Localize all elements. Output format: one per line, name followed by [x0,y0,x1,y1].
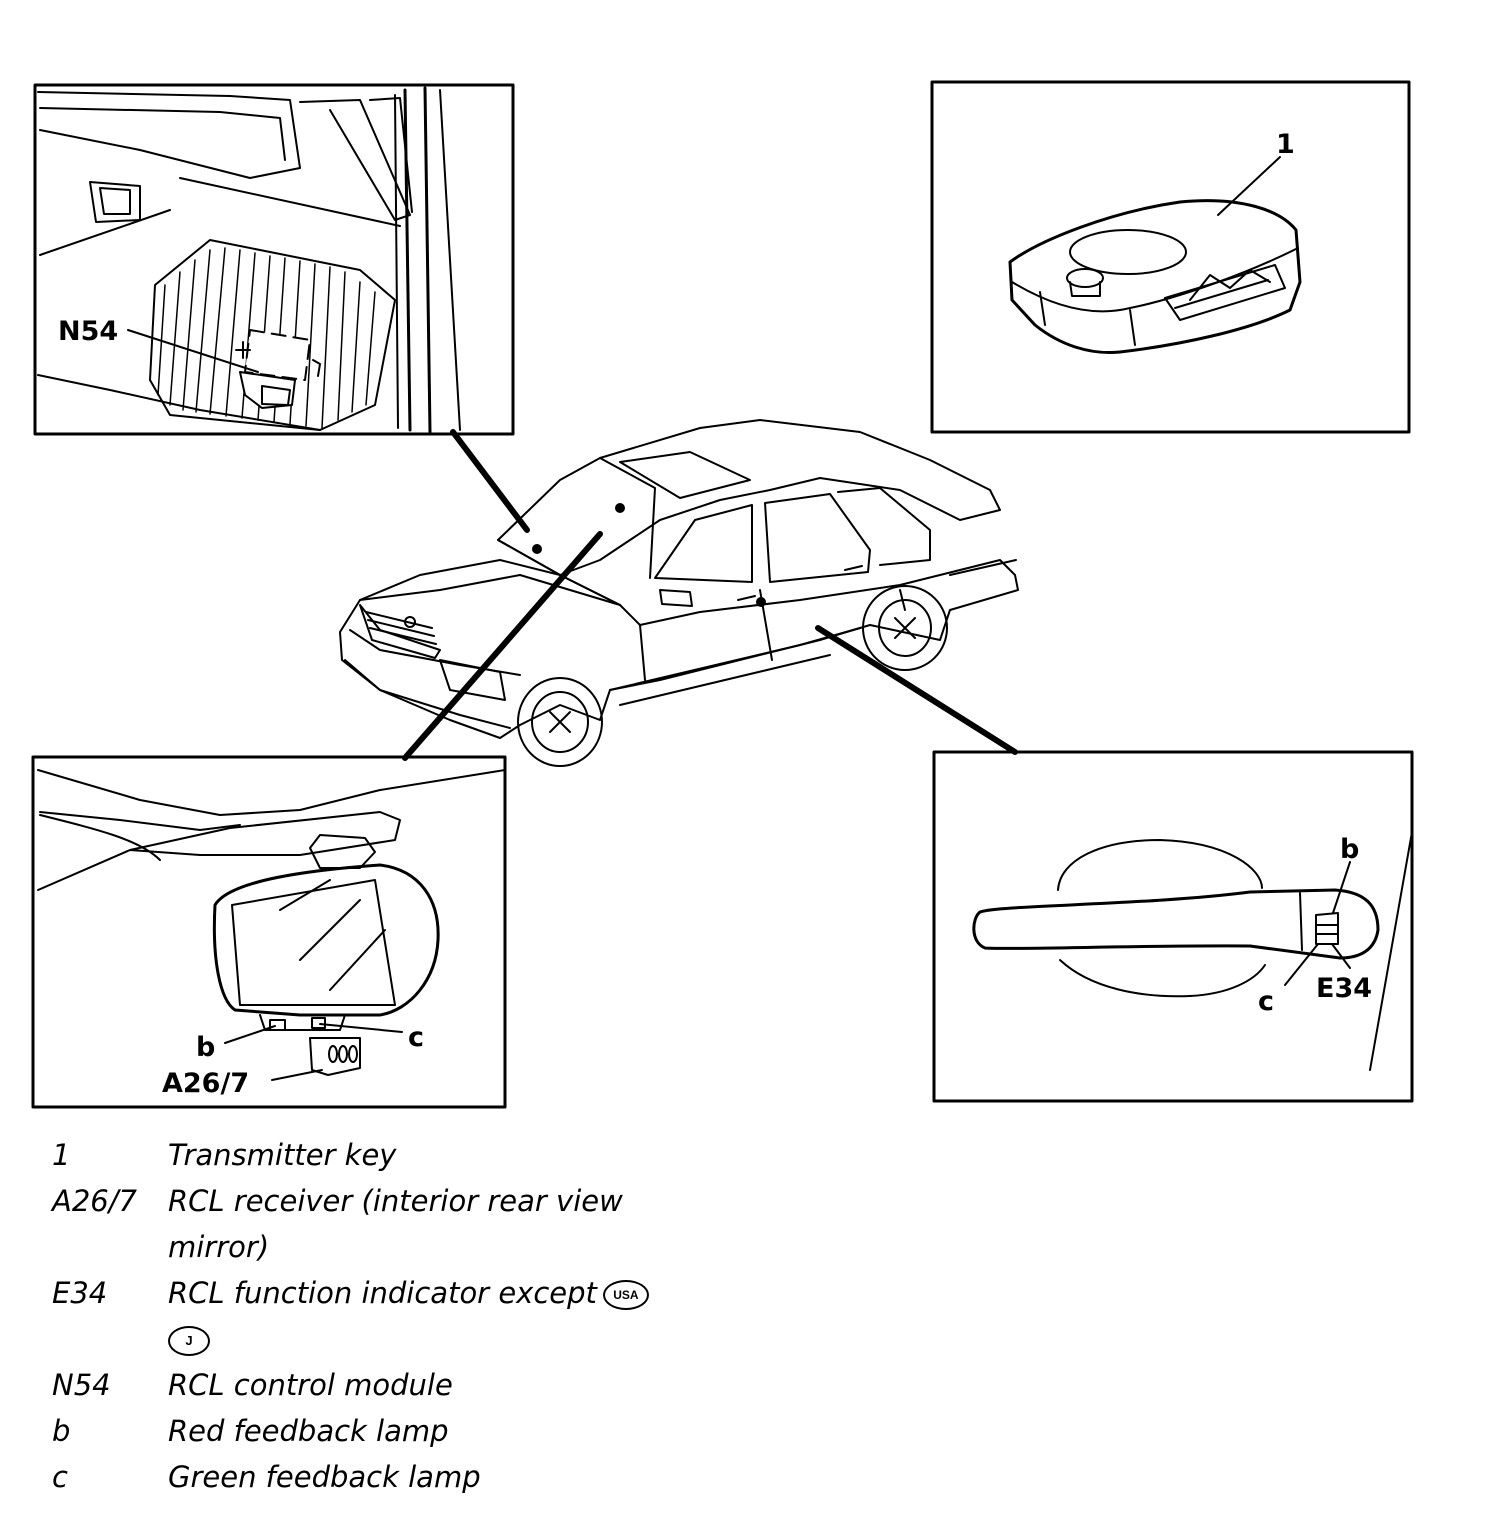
japan-badge: J [168,1326,210,1356]
legend: 1 Transmitter key A26/7 RCL receiver (in… [52,1132,812,1500]
panel-interior-mirror: b c A26/7 [31,755,507,1109]
legend-text: Transmitter key [168,1138,397,1172]
legend-text: RCL function indicator except [168,1276,597,1310]
callout-mirror-c: c [408,1022,424,1053]
legend-code: N54 [52,1368,111,1402]
leader-lines [402,429,1018,761]
legend-code: 1 [52,1138,71,1172]
callout-n54: N54 [58,316,118,347]
callout-e34: E34 [1316,973,1372,1004]
legend-row: c Green feedback lamp [52,1454,812,1500]
legend-row: N54 RCL control module [52,1362,812,1408]
legend-code: A26/7 [52,1184,137,1218]
legend-code: b [52,1414,71,1448]
callout-door-b: b [1340,834,1359,865]
legend-text: Green feedback lamp [168,1460,481,1494]
legend-text: Red feedback lamp [168,1414,449,1448]
usa-badge: USA [602,1280,649,1310]
legend-row: A26/7 RCL receiver (interior rear view m… [52,1178,812,1270]
callout-door-c: c [1258,986,1274,1017]
car-illustration [339,419,1019,767]
panel-door-handle: b c E34 [932,750,1414,1103]
callout-a26-7: A26/7 [162,1068,249,1099]
legend-row: b Red feedback lamp [52,1408,812,1454]
legend-code: E34 [52,1276,108,1310]
callout-mirror-b: b [196,1032,215,1063]
legend-text: RCL control module [168,1368,453,1402]
legend-row: 1 Transmitter key [52,1132,812,1178]
legend-text: RCL receiver (interior rear view mirror) [168,1184,623,1264]
callout-1: 1 [1276,129,1295,160]
panel-transmitter-key: 1 [930,80,1411,434]
panel-n54-control-module: N54 [33,83,515,436]
legend-code: c [52,1460,68,1494]
